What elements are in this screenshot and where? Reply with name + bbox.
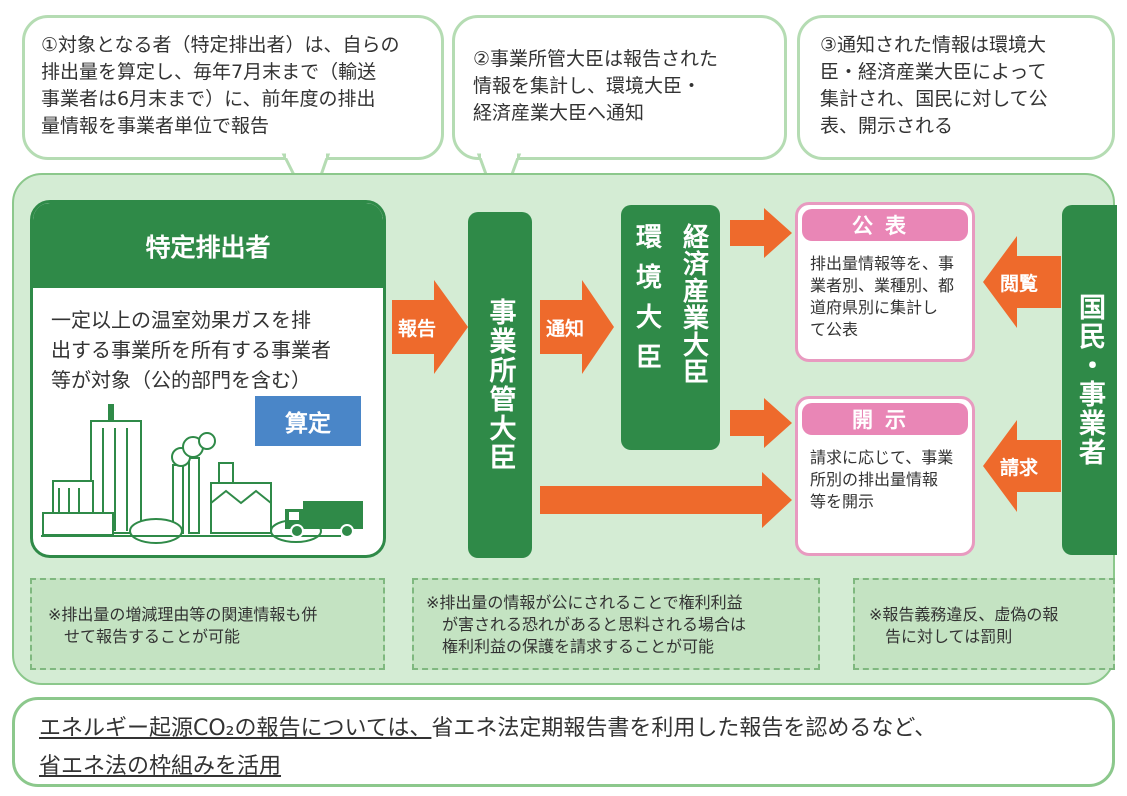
report-arrow	[392, 280, 468, 374]
disclose-description: 請求に応じて、事業 所別の排出量情報 等を開示	[810, 447, 953, 513]
specific-emitter-box: 特定排出者 一定以上の温室効果ガスを排 出する事業所を所有する事業者 等が対象（…	[30, 200, 386, 558]
bubble-2-line: 情報を集計し、環境大臣・	[473, 75, 702, 97]
summary-line-2: 省エネ法の枠組みを活用	[39, 748, 281, 780]
bubble-step-2: ②事業所管大臣は報告された 情報を集計し、環境大臣・ 経済産業大臣へ通知	[452, 15, 787, 160]
browse-arrow	[983, 236, 1061, 328]
note-related-info: ※排出量の増減理由等の関連情報も併 せて報告することが可能	[30, 578, 385, 670]
note-2-line: ※排出量の情報が公にされることで権利利益	[426, 593, 743, 612]
meti-env-minister-column: 経済産業大臣 環境大臣	[621, 205, 720, 450]
publish-line: て公表	[810, 320, 859, 339]
note-2-line: 権利利益の保護を請求することが可能	[426, 637, 715, 656]
publish-line: 排出量情報等を、事	[810, 254, 955, 273]
note-1-line: せて報告することが可能	[48, 627, 241, 646]
env-minister-label: 環境大臣	[631, 222, 662, 383]
citizens-column: 国民・事業者	[1062, 205, 1117, 555]
report-label: 報告	[398, 318, 437, 340]
bubble-1-line: 排出量を算定し、毎年7月末まで（輸送	[41, 61, 377, 83]
truck-icon	[285, 501, 363, 538]
emitter-line: 出する事業所を所有する事業者	[51, 338, 331, 362]
publish-arrow	[730, 208, 792, 258]
specific-emitter-description: 一定以上の温室効果ガスを排 出する事業所を所有する事業者 等が対象（公的部門を含…	[51, 305, 381, 395]
direct-disclose-arrow	[540, 472, 792, 528]
note-3-line: 告に対しては罰則	[869, 627, 1013, 646]
publish-title: 公表	[802, 209, 968, 241]
bubble-3-line: 臣・経済産業大臣によって	[820, 61, 1047, 83]
note-3-line: ※報告義務違反、虚偽の報	[869, 605, 1059, 624]
summary-framework: 省エネ法の枠組みを活用	[39, 754, 282, 779]
summary-rest: 省エネ法定期報告書を利用した報告を認めるなど、	[431, 716, 937, 741]
specific-emitter-title: 特定排出者	[33, 203, 383, 288]
emitter-line: 等が対象（公的部門を含む）	[51, 368, 311, 392]
factory-illustration	[41, 404, 363, 544]
summary-box: エネルギー起源CO₂の報告については、省エネ法定期報告書を利用した報告を認めるな…	[12, 697, 1115, 787]
disclose-line: 請求に応じて、事業	[810, 448, 954, 467]
bubble-step-1: ①対象となる者（特定排出者）は、自らの 排出量を算定し、毎年7月末まで（輸送 事…	[22, 15, 444, 160]
business-minister-column: 事業所管大臣	[468, 212, 532, 558]
notify-label: 通知	[546, 318, 585, 340]
disclose-line: 所別の排出量情報	[810, 470, 939, 489]
bubble-3-line: 集計され、国民に対して公	[820, 88, 1048, 110]
summary-line-1: エネルギー起源CO₂の報告については、省エネ法定期報告書を利用した報告を認めるな…	[39, 710, 936, 742]
bubble-2-line: ②事業所管大臣は報告された	[473, 48, 719, 70]
bubble-1-line: ①対象となる者（特定排出者）は、自らの	[41, 34, 400, 56]
citizens-label: 国民・事業者	[1074, 293, 1105, 467]
note-penalties: ※報告義務違反、虚偽の報 告に対しては罰則	[853, 578, 1115, 670]
request-label: 請求	[1000, 457, 1039, 479]
bubble-3-line: ③通知された情報は環境大	[820, 34, 1047, 56]
browse-label: 閲覧	[1000, 273, 1039, 295]
bubble-step-3: ③通知された情報は環境大 臣・経済産業大臣によって 集計され、国民に対して公 表…	[797, 15, 1115, 160]
bubble-2-line: 経済産業大臣へ通知	[473, 102, 645, 124]
publish-description: 排出量情報等を、事 業者別、業種別、都 道府県別に集計し て公表	[810, 253, 954, 341]
bubble-1-line: 事業者は6月末まで）に、前年度の排出	[41, 88, 376, 110]
emitter-line: 一定以上の温室効果ガスを排	[51, 308, 311, 332]
calculation-badge: 算定	[255, 396, 361, 446]
disclose-line: 等を開示	[810, 492, 875, 511]
disclose-arrow	[730, 398, 792, 448]
summary-underlined-part: エネルギー起源CO₂の報告については、	[39, 716, 432, 741]
request-arrow	[983, 420, 1061, 512]
business-minister-label: 事業所管大臣	[484, 298, 516, 472]
publish-box: 公表 排出量情報等を、事 業者別、業種別、都 道府県別に集計し て公表	[795, 202, 975, 362]
publish-line: 道府県別に集計し	[810, 298, 939, 317]
disclose-box: 開示 請求に応じて、事業 所別の排出量情報 等を開示	[795, 396, 975, 556]
disclose-title: 開示	[802, 403, 968, 435]
notify-arrow	[540, 280, 614, 374]
bubble-3-line: 表、開示される	[820, 115, 954, 137]
meti-minister-label: 経済産業大臣	[678, 222, 709, 385]
publish-line: 業者別、業種別、都	[810, 276, 955, 295]
bubble-1-line: 量情報を事業者単位で報告	[41, 115, 270, 137]
note-rights-protection: ※排出量の情報が公にされることで権利利益 が害される恐れがあると思料される場合は…	[412, 578, 820, 670]
note-1-line: ※排出量の増減理由等の関連情報も併	[48, 605, 318, 624]
note-2-line: が害される恐れがあると思料される場合は	[426, 615, 747, 634]
